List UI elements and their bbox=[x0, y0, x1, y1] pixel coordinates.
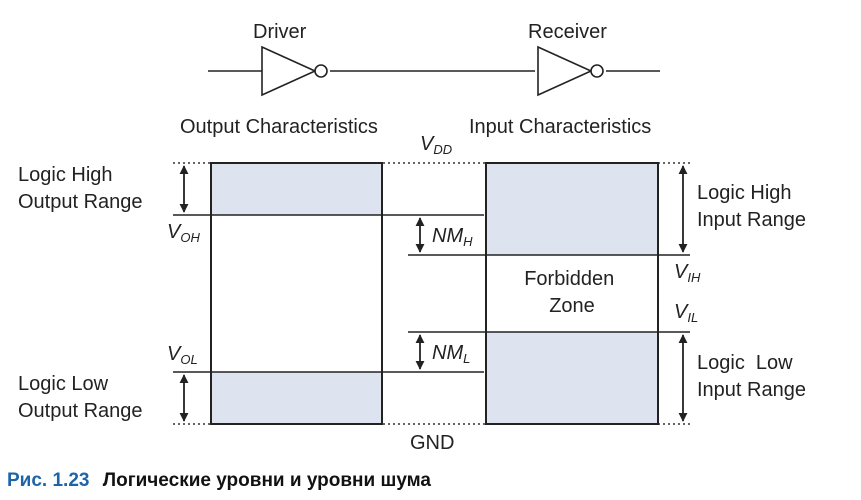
nmh-label: NMH bbox=[432, 225, 473, 249]
vol-label: VOL bbox=[167, 343, 198, 367]
receiver-label: Receiver bbox=[528, 21, 607, 43]
input-low-band bbox=[486, 332, 658, 424]
gnd-label: GND bbox=[410, 432, 454, 454]
receiver-gate bbox=[537, 45, 604, 97]
voh-label: VOH bbox=[167, 221, 200, 245]
input-high-range-label: Logic High Input Range bbox=[697, 182, 806, 231]
forbidden-zone-label: Forbidden Zone bbox=[524, 268, 620, 317]
output-high-range-label: Logic High Output Range bbox=[18, 164, 143, 213]
figure-title: Логические уровни и уровни шума bbox=[102, 470, 432, 491]
vih-label: VIH bbox=[674, 261, 701, 285]
input-box bbox=[485, 162, 659, 425]
output-low-range-label: Logic Low Output Range bbox=[18, 373, 143, 422]
output-low-band bbox=[211, 372, 382, 424]
output-characteristics-heading: Output Characteristics bbox=[180, 116, 378, 138]
nml-label: NML bbox=[432, 342, 470, 366]
figure-caption: Рис. 1.23 Логические уровни и уровни шум… bbox=[7, 470, 431, 492]
vdd-label: VDD bbox=[420, 133, 452, 157]
input-high-band bbox=[486, 163, 658, 255]
output-box bbox=[210, 162, 383, 425]
vil-label: VIL bbox=[674, 301, 698, 325]
driver-gate bbox=[261, 45, 328, 97]
output-high-band bbox=[211, 163, 382, 215]
logic-levels-diagram: Driver Receiver Output Characteristics I… bbox=[18, 21, 823, 454]
driver-label: Driver bbox=[253, 21, 307, 43]
input-characteristics-heading: Input Characteristics bbox=[469, 116, 651, 138]
input-low-range-label: Logic Low Input Range bbox=[697, 352, 823, 401]
figure-number: Рис. 1.23 bbox=[7, 470, 90, 491]
